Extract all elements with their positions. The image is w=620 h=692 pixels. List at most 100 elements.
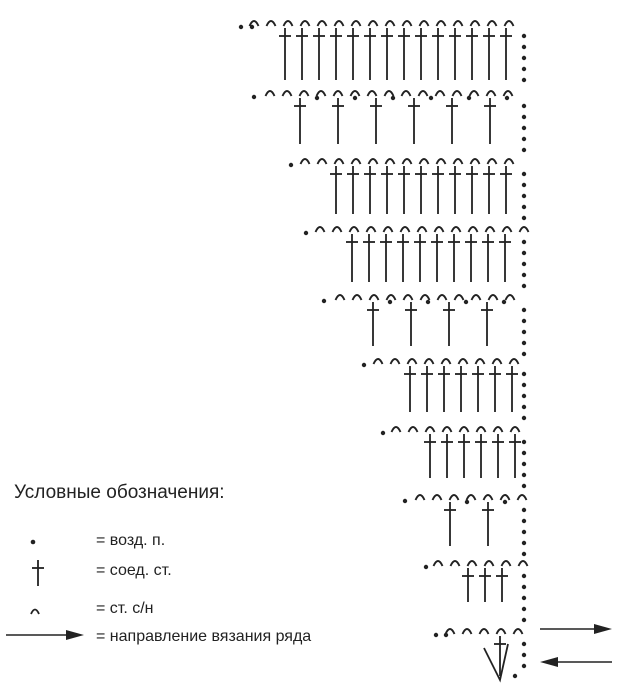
single-crochet-arc <box>469 20 481 27</box>
chain-stitch-dot <box>521 393 527 399</box>
legend-text-chain: = возд. п. <box>96 532 166 549</box>
single-crochet-arc <box>366 90 378 97</box>
single-crochet-arc <box>265 20 277 27</box>
single-crochet-arc <box>466 560 478 567</box>
chain-stitch-dot <box>521 114 527 120</box>
single-crochet-arc <box>484 226 496 233</box>
single-crochet-arc <box>282 20 294 27</box>
chain-stitch-dot <box>521 103 527 109</box>
single-crochet-arc <box>316 158 328 165</box>
chain-stitch-dot <box>521 147 527 153</box>
single-crochet-arc <box>450 226 462 233</box>
chain-stitch-dot <box>521 472 527 478</box>
single-crochet-arc <box>457 358 469 365</box>
chain-stitch-dot <box>464 499 470 505</box>
legend-item-chain: = возд. п. <box>0 528 400 556</box>
slip-stitch-cross-icon <box>32 560 44 586</box>
single-crochet-arc <box>399 226 411 233</box>
single-crochet-arc <box>333 158 345 165</box>
single-crochet-arc <box>469 158 481 165</box>
chain-stitch-dot <box>402 498 408 504</box>
chain-stitch-dot <box>521 663 527 669</box>
chain-stitch-dot <box>521 33 527 39</box>
chain-stitch-dot <box>521 250 527 256</box>
single-crochet-arc <box>418 20 430 27</box>
single-crochet-arc <box>431 494 443 501</box>
legend-item-slip: = соед. ст. <box>0 558 400 586</box>
chain-stitch-dot <box>521 518 527 524</box>
legend-text-slip: = соед. ст. <box>96 562 172 579</box>
single-crochet-arc <box>281 90 293 97</box>
single-crochet-arc <box>440 358 452 365</box>
single-crochet-arc <box>461 628 473 635</box>
chain-stitch-dot <box>443 632 449 638</box>
chain-stitch-dot <box>521 307 527 313</box>
single-crochet-arc <box>368 294 380 301</box>
single-crochet-arc <box>475 426 487 433</box>
single-crochet-arc <box>441 426 453 433</box>
single-crochet-arc <box>385 294 397 301</box>
chain-stitch-dot <box>521 340 527 346</box>
chain-stitch-dot <box>521 584 527 590</box>
single-crochet-arc <box>419 294 431 301</box>
chain-stitch-dot <box>521 540 527 546</box>
chain-stitch-dot <box>238 24 244 30</box>
chain-stitch-dot <box>521 483 527 489</box>
chain-stitch-dot <box>521 66 527 72</box>
chain-stitch-dot <box>521 371 527 377</box>
chain-stitch-dot <box>521 573 527 579</box>
chain-stitch-dot <box>521 125 527 131</box>
single-crochet-arc <box>444 628 456 635</box>
single-crochet-arc <box>350 158 362 165</box>
chain-stitch-dot <box>321 298 327 304</box>
single-crochet-arc <box>495 628 507 635</box>
single-crochet-arc <box>448 494 460 501</box>
chain-stitch-dot <box>521 595 527 601</box>
single-crochet-arc <box>350 20 362 27</box>
chain-stitch-dot <box>433 632 439 638</box>
chain-stitch-dot <box>288 162 294 168</box>
single-crochet-arc <box>504 294 516 301</box>
chain-stitch-dot <box>521 136 527 142</box>
chain-stitch-dot <box>425 299 431 305</box>
single-crochet-arc <box>390 426 402 433</box>
single-crochet-arc <box>418 158 430 165</box>
single-crochet-arc <box>432 560 444 567</box>
single-crochet-arc <box>468 90 480 97</box>
chain-stitch-dot <box>521 617 527 623</box>
single-crochet-arc <box>467 226 479 233</box>
single-crochet-arc <box>502 90 514 97</box>
chain-stitch-dot <box>521 261 527 267</box>
decrease-v-stitch <box>483 643 509 683</box>
legend-text-sc: = ст. с/н <box>96 600 154 617</box>
chain-stitch-dot <box>512 673 518 679</box>
chain-stitch-dot <box>521 204 527 210</box>
single-crochet-arc <box>406 358 418 365</box>
single-crochet-arc <box>315 90 327 97</box>
single-crochet-arc <box>478 628 490 635</box>
chain-stitch-dot <box>521 551 527 557</box>
single-crochet-arc <box>486 158 498 165</box>
single-crochet-arc <box>248 20 260 27</box>
chain-stitch-dot <box>380 430 386 436</box>
single-crochet-arc <box>487 294 499 301</box>
direction-arrow-left-head <box>540 657 558 667</box>
chain-stitch-dot <box>521 461 527 467</box>
chain-stitch-dot <box>521 193 527 199</box>
single-crochet-arc <box>372 358 384 365</box>
chain-stitch-dot <box>521 77 527 83</box>
single-crochet-arc <box>367 20 379 27</box>
single-crochet-arc <box>452 158 464 165</box>
chain-stitch-dot <box>521 606 527 612</box>
single-crochet-arc <box>503 20 515 27</box>
single-crochet-arc <box>332 90 344 97</box>
single-crochet-arc <box>384 20 396 27</box>
chain-stitch-dot-icon <box>30 539 36 545</box>
single-crochet-arc <box>298 90 310 97</box>
chain-stitch-dot <box>314 95 320 101</box>
single-crochet-arc <box>384 158 396 165</box>
chain-stitch-dot <box>521 171 527 177</box>
single-crochet-arc <box>334 294 346 301</box>
legend-text-direction: = направление вязания ряда <box>96 628 312 645</box>
